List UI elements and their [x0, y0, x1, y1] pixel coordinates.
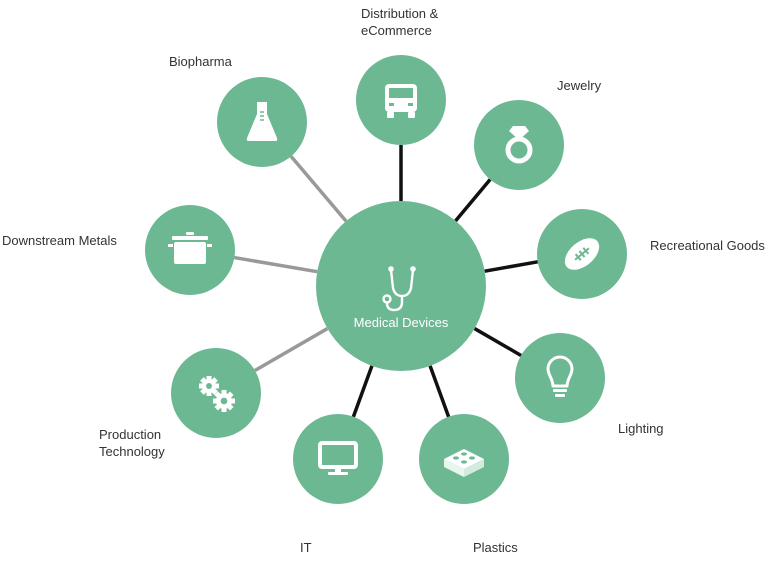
ring-icon: [505, 126, 533, 164]
connector-metals: [234, 255, 318, 274]
label-line: Downstream Metals: [2, 233, 117, 248]
connector-lighting: [473, 327, 522, 357]
node-lighting[interactable]: [515, 333, 605, 423]
center-node[interactable]: Medical Devices: [316, 201, 486, 371]
brick-icon: [444, 449, 484, 477]
node-circle[interactable]: [474, 100, 564, 190]
connector-production: [254, 327, 329, 372]
label-line: Biopharma: [169, 54, 232, 69]
node-metals[interactable]: [145, 205, 235, 295]
node-label-jewelry: Jewelry: [557, 77, 601, 94]
label-line: IT: [300, 540, 312, 555]
node-production[interactable]: [171, 348, 261, 438]
center-label: Medical Devices: [354, 315, 449, 330]
center-circle[interactable]: [316, 201, 486, 371]
football-icon: [564, 238, 600, 270]
lightbulb-icon: [546, 355, 574, 397]
connector-jewelry: [454, 178, 492, 222]
nodes: [145, 55, 627, 504]
node-label-lighting: Lighting: [618, 420, 664, 437]
label-line: Production: [99, 427, 162, 442]
node-label-metals: Downstream Metals: [2, 232, 117, 249]
monitor-icon: [318, 441, 358, 475]
label-line: Distribution &: [361, 6, 439, 21]
stethoscope-icon: [382, 266, 416, 312]
node-biopharma[interactable]: [217, 77, 307, 167]
label-line: Plastics: [473, 540, 518, 555]
node-jewelry[interactable]: [474, 100, 564, 190]
connector-plastics: [428, 365, 451, 418]
gears-icon: [199, 376, 235, 412]
node-recreational[interactable]: [537, 209, 627, 299]
connector-recreational: [484, 260, 538, 273]
flask-icon: [246, 102, 278, 141]
label-line: Recreational Goods: [650, 238, 765, 253]
node-label-biopharma: Biopharma: [169, 53, 232, 70]
label-line: Technology: [99, 444, 165, 459]
node-circle[interactable]: [293, 414, 383, 504]
connectors: [234, 145, 538, 418]
node-distribution[interactable]: [356, 55, 446, 145]
pot-icon: [168, 232, 212, 264]
node-label-plastics: Plastics: [473, 539, 518, 556]
node-label-production: Production Technology: [99, 426, 165, 460]
truck-icon: [385, 84, 417, 118]
connector-it: [351, 365, 374, 418]
node-circle[interactable]: [515, 333, 605, 423]
node-label-it: IT: [300, 539, 312, 556]
node-label-recreational: Recreational Goods: [650, 237, 765, 254]
connector-biopharma: [289, 155, 348, 223]
node-it[interactable]: [293, 414, 383, 504]
label-line: Jewelry: [557, 78, 602, 93]
node-plastics[interactable]: [419, 414, 509, 504]
label-line: Lighting: [618, 421, 664, 436]
node-label-distribution: Distribution & eCommerce: [361, 5, 438, 39]
label-line: eCommerce: [361, 23, 432, 38]
